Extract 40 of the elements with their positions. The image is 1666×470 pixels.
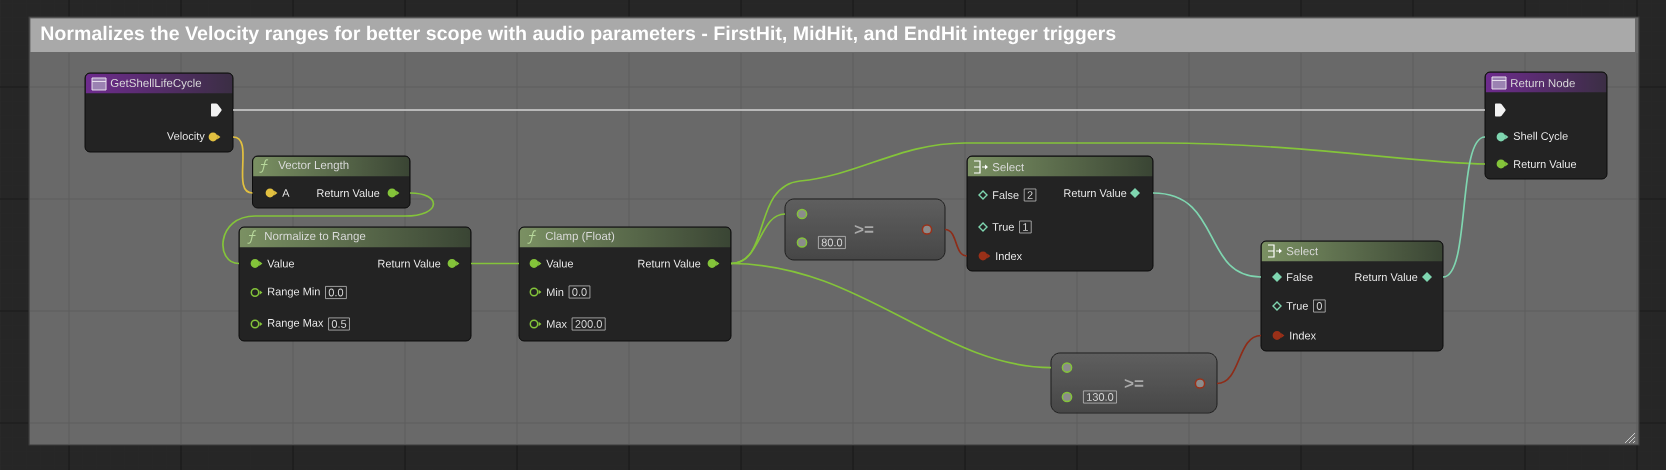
pin-label: Value <box>267 259 295 268</box>
value-field: 2 <box>1023 188 1037 202</box>
node-title: Select <box>992 162 1025 172</box>
pin-label: Return Value <box>317 188 380 198</box>
value-field: 0.0 <box>325 286 347 299</box>
node-title: Vector Length <box>278 160 349 172</box>
value-field: 0.5 <box>328 317 350 331</box>
value-field: 1 <box>1019 220 1032 234</box>
pin-label: Return Value <box>1514 159 1577 169</box>
operator-label: >= <box>1124 378 1144 389</box>
value-field: 80.0 <box>818 236 846 249</box>
pin-label: Return Value <box>1355 272 1418 282</box>
node-title: Normalize to Range <box>265 231 366 243</box>
value-field: 200.0 <box>571 317 606 331</box>
node-title: Select <box>1286 246 1319 256</box>
pin-label: Return Value <box>1064 188 1127 198</box>
operator-label: >= <box>854 224 874 235</box>
pin-label: Value <box>546 259 574 268</box>
node-title: Clamp (Float) <box>545 231 615 243</box>
pin-label: Max <box>547 320 567 328</box>
value-field: 0.0 <box>568 285 591 299</box>
pin-label: Range Max <box>268 319 324 329</box>
pin-label: Return Value <box>638 259 701 268</box>
pin-label: False <box>993 190 1019 200</box>
pin-label: False <box>1287 272 1313 282</box>
pin-label: Shell Cycle <box>1513 131 1568 143</box>
node-title: GetShellLifeCycle <box>110 78 202 90</box>
pin-label: Index <box>996 251 1022 261</box>
pin-label: True <box>1286 302 1308 310</box>
node-title: Return Node <box>1511 78 1575 88</box>
value-field: 0 <box>1313 299 1326 313</box>
value-field: 130.0 <box>1083 390 1117 404</box>
pin-label: Index <box>1290 331 1316 340</box>
pin-label: A <box>282 189 290 197</box>
comment-title: Normalizes the Velocity ranges for better scope with audio parameters - FirstHit, MidHit, and EndHit integer triggers <box>41 25 1116 45</box>
pin-label: True <box>992 223 1014 231</box>
pin-label: Range Min <box>268 287 320 298</box>
pin-label: Return Value <box>378 259 441 268</box>
pin-label: Min <box>547 288 564 296</box>
pin-label: Velocity <box>166 131 205 143</box>
